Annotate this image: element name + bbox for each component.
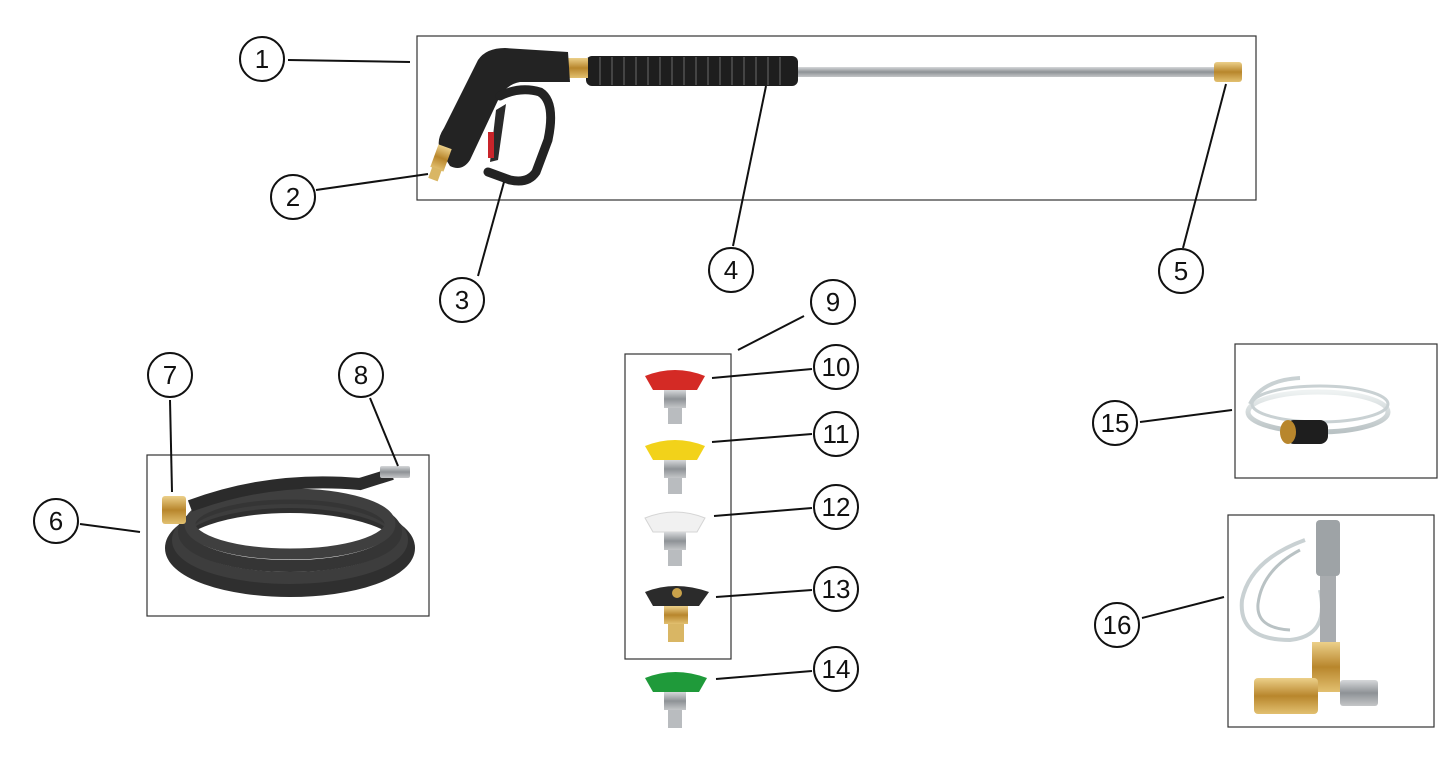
callout-12: 12	[813, 484, 859, 530]
injector-filter	[1316, 520, 1340, 576]
callout-number: 7	[163, 360, 177, 390]
callout-9: 9	[810, 279, 856, 325]
callout-1: 1	[239, 36, 285, 82]
gun-outlet-fitting	[566, 58, 588, 78]
callout-number: 8	[354, 360, 368, 390]
hose-male-nipple	[380, 466, 410, 478]
gun-inlet-nipple	[428, 166, 442, 182]
chemical-injector-frame	[1227, 514, 1435, 728]
nozzle-black	[645, 586, 709, 642]
callout-number: 3	[455, 285, 469, 315]
callout-number: 6	[49, 506, 63, 536]
chemical-injector	[1239, 520, 1378, 714]
callout-5: 5	[1158, 248, 1204, 294]
gun-inlet-fitting	[430, 144, 452, 172]
callout-number: 2	[286, 182, 300, 212]
callout-14: 14	[813, 646, 859, 692]
leader-lines	[79, 59, 1233, 680]
trigger-safety-lock	[488, 132, 494, 158]
lance-quick-coupler	[1214, 62, 1242, 82]
callout-16: 16	[1094, 602, 1140, 648]
callout-13: 13	[813, 566, 859, 612]
callout-number: 4	[724, 255, 738, 285]
spray-gun-assembly	[428, 48, 1242, 186]
callout-number: 16	[1103, 610, 1132, 640]
callout-3: 3	[439, 277, 485, 323]
callout-number: 9	[826, 287, 840, 317]
callout-number: 14	[822, 654, 851, 684]
nozzle-yellow	[645, 440, 705, 494]
lance-grip-sleeve	[586, 56, 798, 86]
callout-number: 1	[255, 44, 269, 74]
siphon-filter	[1286, 420, 1328, 444]
nozzle-red	[645, 370, 705, 424]
callout-number: 10	[822, 352, 851, 382]
nozzle-green	[645, 672, 707, 728]
callout-15: 15	[1092, 400, 1138, 446]
siphon-hose	[1245, 376, 1391, 444]
hose-frame	[146, 454, 430, 617]
spray-gun-assembly-frame	[416, 35, 1257, 201]
lance-tube	[796, 67, 1216, 77]
callout-4: 4	[708, 247, 754, 293]
nozzle-white	[644, 511, 706, 566]
callout-10: 10	[813, 344, 859, 390]
injector-outlet-plug	[1340, 680, 1378, 706]
callout-number: 12	[822, 492, 851, 522]
callout-8: 8	[338, 352, 384, 398]
spray-gun-body	[438, 48, 570, 168]
callout-number: 13	[822, 574, 851, 604]
callout-2: 2	[270, 174, 316, 220]
pressure-hose-coil	[165, 468, 415, 597]
callout-number: 5	[1174, 256, 1188, 286]
injector-inlet-coupler	[1254, 678, 1318, 714]
callout-number: 15	[1101, 408, 1130, 438]
callout-number: 11	[823, 419, 850, 449]
trigger-guard	[483, 85, 556, 186]
callout-11: 11	[813, 411, 859, 457]
callout-7: 7	[147, 352, 193, 398]
hose-female-coupler	[162, 496, 186, 524]
nozzle-set-frame	[624, 353, 732, 660]
callout-6: 6	[33, 498, 79, 544]
siphon-hose-frame	[1234, 343, 1438, 479]
